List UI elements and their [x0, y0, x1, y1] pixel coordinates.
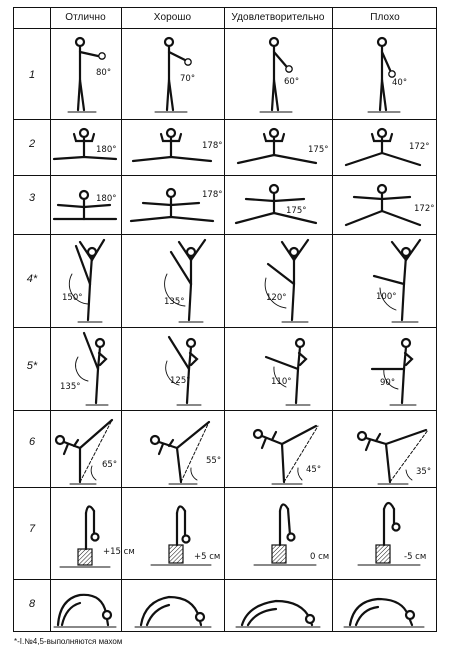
figure-row7-excellent — [50, 487, 121, 579]
value-row7-good: +5 см — [194, 552, 221, 562]
value-row3-poor: 172° — [414, 204, 435, 214]
figure-row2-satisfactory — [224, 119, 332, 175]
figure-row1-excellent — [50, 28, 121, 119]
value-row4-satisfactory: 120° — [266, 293, 287, 303]
figure-row3-good — [121, 175, 224, 234]
row-number-6: 6 — [28, 436, 36, 448]
value-row7-satisfactory: 0 см — [310, 552, 330, 562]
value-row7-poor: -5 см — [404, 552, 427, 562]
row-number-5: 5* — [26, 360, 38, 372]
figure-row8-satisfactory — [224, 579, 332, 633]
figure-row3-poor — [332, 175, 438, 234]
value-row6-good: 55° — [206, 456, 222, 466]
figure-row8-poor — [332, 579, 438, 633]
figure-row1-satisfactory — [224, 28, 332, 119]
value-row4-excellent: 150° — [62, 293, 83, 303]
row-number-8: 8 — [28, 598, 36, 610]
figure-row8-excellent — [50, 579, 121, 633]
value-row1-good: 70° — [180, 74, 196, 84]
header-excellent: Отлично — [65, 12, 106, 23]
figure-row6-poor — [332, 410, 438, 487]
figure-row4-good — [121, 234, 224, 327]
value-row1-satisfactory: 60° — [284, 77, 300, 87]
figure-row2-poor — [332, 119, 438, 175]
value-row2-excellent: 180° — [96, 145, 117, 155]
value-row6-excellent: 65° — [102, 460, 118, 470]
figure-row2-good — [121, 119, 224, 175]
row-number-7: 7 — [28, 523, 36, 535]
figure-row3-excellent — [50, 175, 121, 234]
figure-row5-good — [121, 327, 224, 410]
figure-row5-poor — [332, 327, 438, 410]
value-row6-satisfactory: 45° — [306, 465, 322, 475]
value-row3-satisfactory: 175° — [286, 206, 307, 216]
figure-row1-poor — [332, 28, 438, 119]
header-poor: Плохо — [370, 12, 400, 23]
row-number-3: 3 — [28, 192, 36, 204]
figure-row4-satisfactory — [224, 234, 332, 327]
figure-row4-poor — [332, 234, 438, 327]
value-row3-good: 178° — [202, 190, 223, 200]
figure-row7-satisfactory — [224, 487, 332, 579]
value-row3-excellent: 180° — [96, 194, 117, 204]
value-row4-poor: 100° — [376, 292, 397, 302]
figure-row7-poor — [332, 487, 438, 579]
value-row5-good: 125° — [170, 376, 191, 386]
figure-row5-excellent — [50, 327, 121, 410]
value-row4-good: 135° — [164, 297, 185, 307]
value-row1-excellent: 80° — [96, 68, 112, 78]
header-good: Хорошо — [153, 12, 192, 23]
row-number-2: 2 — [28, 138, 36, 150]
row-number-4: 4* — [26, 273, 38, 285]
figure-row3-satisfactory — [224, 175, 332, 234]
value-row2-good: 178° — [202, 141, 223, 151]
figure-row1-good — [121, 28, 224, 119]
figure-row6-excellent — [50, 410, 121, 487]
value-row2-poor: 172° — [409, 142, 430, 152]
value-row2-satisfactory: 175° — [308, 145, 329, 155]
value-row7-excellent: +15 см — [103, 547, 135, 557]
value-row5-poor: 90° — [380, 378, 396, 388]
exercise-table: Отлично Хорошо Удовлетворительно Плохо 1… — [13, 7, 437, 632]
figure-row7-good — [121, 487, 224, 579]
figure-row4-excellent — [50, 234, 121, 327]
value-row6-poor: 35° — [416, 467, 432, 477]
value-row5-satisfactory: 110° — [271, 377, 292, 387]
header-satisfactory: Удовлетворительно — [231, 12, 325, 23]
figure-row8-good — [121, 579, 224, 633]
figure-row5-satisfactory — [224, 327, 332, 410]
footnote: *-I.№4,5-выполняются махом — [14, 637, 123, 646]
figure-row6-satisfactory — [224, 410, 332, 487]
value-row1-poor: 40° — [392, 78, 408, 88]
figure-row6-good — [121, 410, 224, 487]
figure-row2-excellent — [50, 119, 121, 175]
row-number-1: 1 — [28, 69, 36, 81]
value-row5-excellent: 135° — [60, 382, 81, 392]
